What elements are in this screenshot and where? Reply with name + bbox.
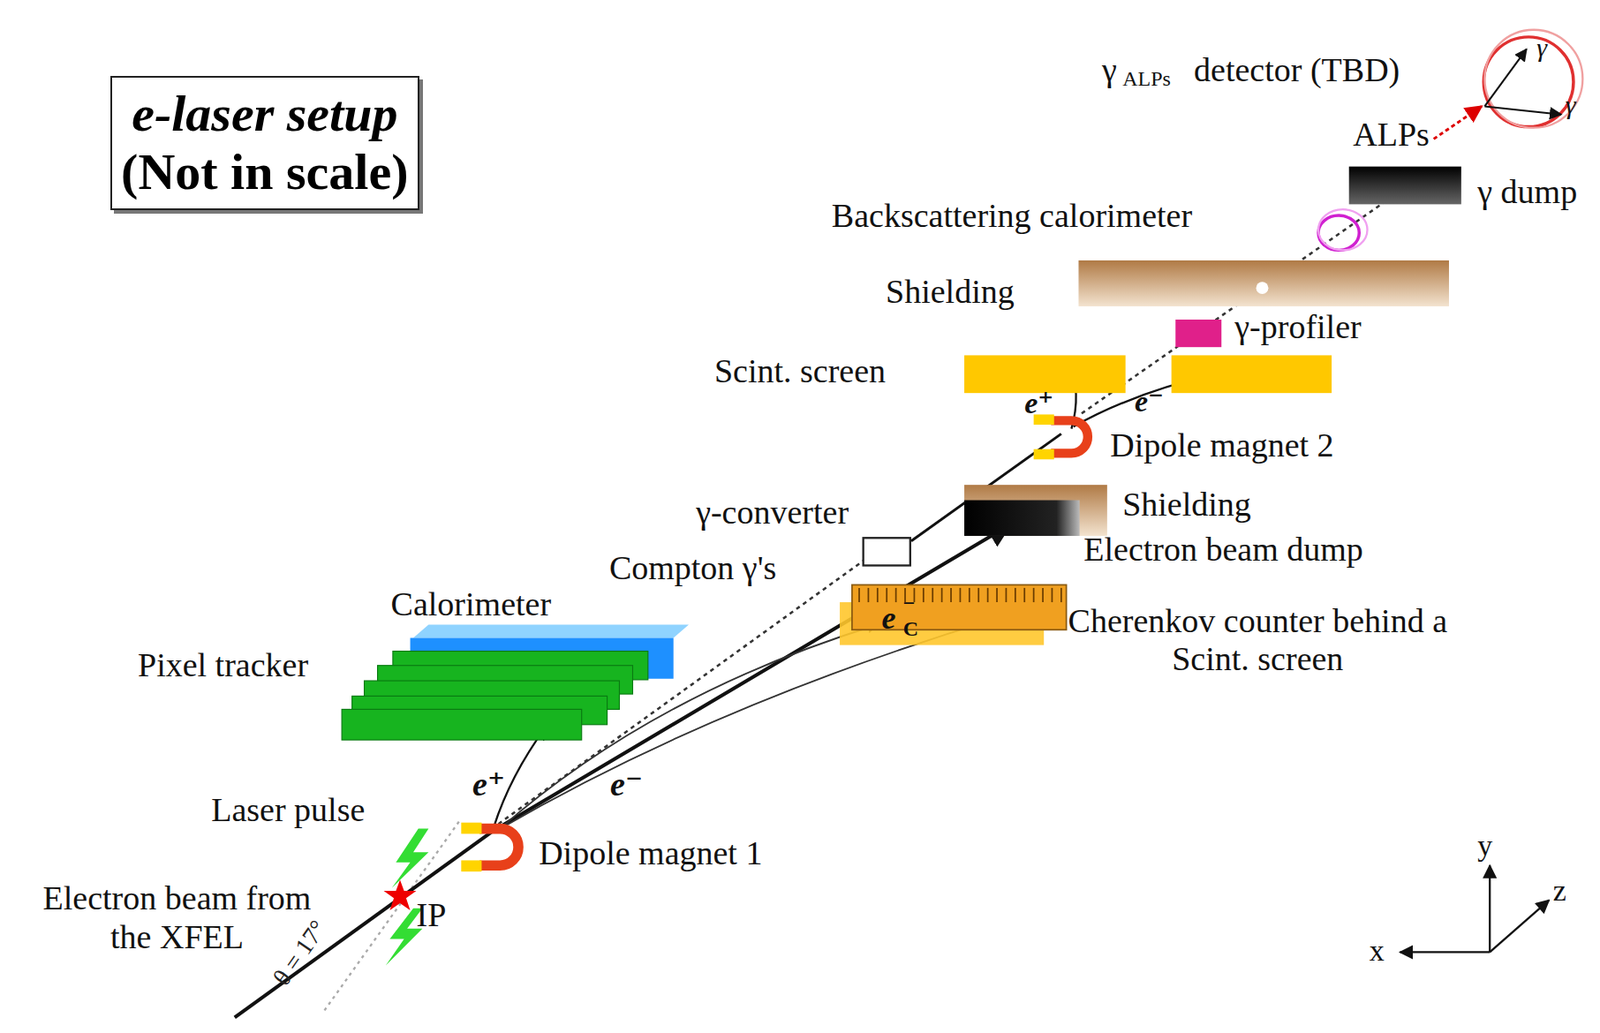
detector-label: detector (TBD) — [1193, 51, 1400, 91]
dump-label: Electron beam dump — [1083, 530, 1364, 570]
alps-label: ALPs — [1352, 115, 1430, 155]
shielding-label: Shielding — [1122, 485, 1252, 525]
magnet-label: Dipole magnet 1 — [538, 834, 763, 874]
photon-label: γ — [1565, 90, 1577, 121]
particle-label: e⁺ — [1024, 385, 1054, 421]
particle-label: e⁻ — [610, 765, 643, 805]
axis-label: x — [1369, 933, 1385, 968]
particle-label: e⁻ — [1134, 384, 1164, 419]
title-text: e-laser setup — [112, 84, 418, 144]
particle-label: e⁺ — [472, 765, 506, 805]
detector-label: γ — [1101, 51, 1117, 91]
tracker-label: Pixel tracker — [137, 646, 309, 686]
beam-source-label: Electron beam from the XFEL — [37, 879, 318, 957]
shielding-label: Shielding — [885, 272, 1015, 312]
charge-sup: − — [903, 591, 916, 617]
title-box: e-laser setup(Not in scale) — [110, 75, 420, 211]
title-text: (Not in scale) — [112, 143, 418, 203]
magnet-label: Dipole magnet 2 — [1109, 426, 1334, 466]
converter-label: γ-converter — [695, 493, 849, 533]
detector-sub: ALPs — [1122, 67, 1171, 92]
calorimeter-label: Calorimeter — [391, 585, 551, 625]
photon-label: Compton γ's — [609, 549, 777, 589]
profiler-label: γ-profiler — [1234, 308, 1361, 348]
axis-label: y — [1477, 828, 1493, 863]
screen-label: Scint. screen — [714, 352, 886, 392]
ip-label: IP — [415, 896, 446, 936]
photon-label: γ — [1536, 32, 1548, 64]
laser-label: Laser pulse — [211, 791, 365, 831]
cherenkov-label: Cherenkov counter behind a Scint. screen — [1061, 602, 1455, 680]
backscatter-label: Backscattering calorimeter — [831, 196, 1193, 236]
particle-label: e — [881, 600, 896, 637]
index-sub: C — [903, 617, 919, 642]
axis-label: z — [1553, 873, 1567, 908]
dump-label: γ dump — [1477, 173, 1578, 212]
